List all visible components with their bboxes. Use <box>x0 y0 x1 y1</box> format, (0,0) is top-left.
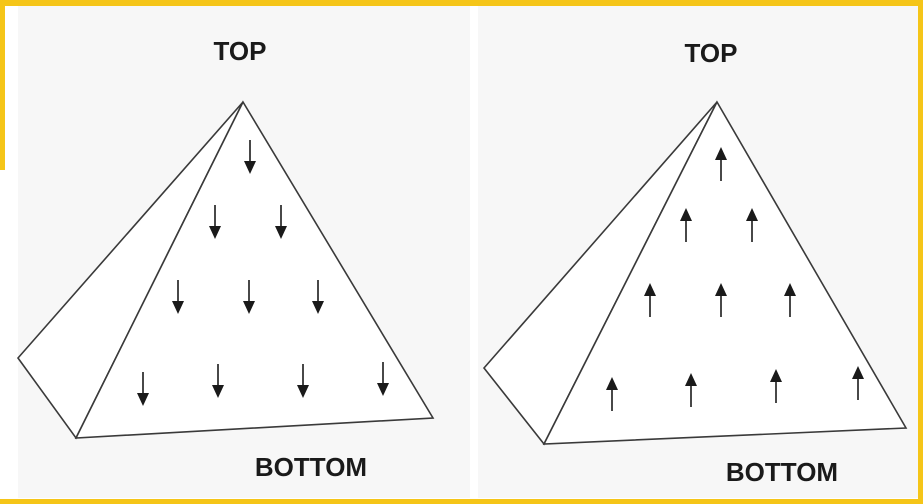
right-bottom-label: BOTTOM <box>726 457 838 487</box>
left-bottom-label: BOTTOM <box>255 452 367 482</box>
right-top-label: TOP <box>685 38 738 68</box>
left-top-label: TOP <box>214 36 267 66</box>
